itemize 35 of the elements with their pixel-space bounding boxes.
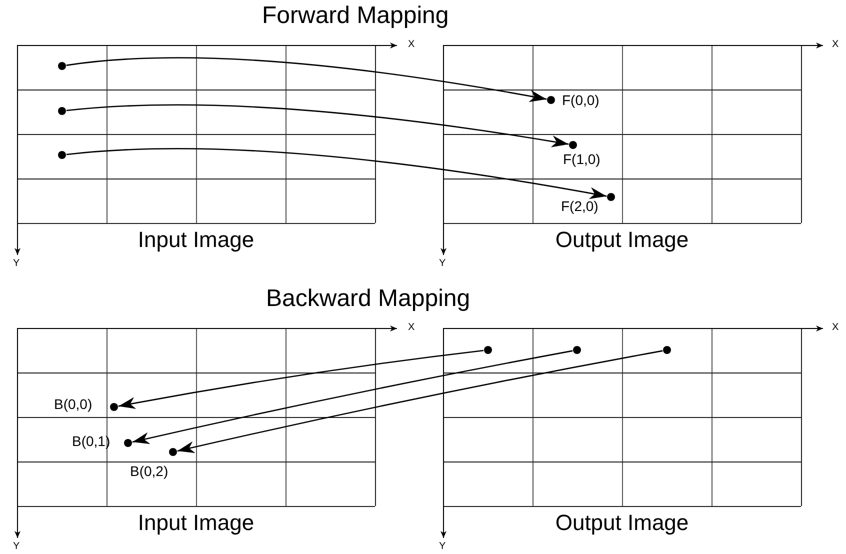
mapping-arrow: [118, 350, 484, 409]
axis-label: Y: [439, 541, 446, 552]
image-caption: Input Image: [138, 510, 254, 536]
point-dot: [573, 346, 581, 354]
axis-label: X: [408, 39, 415, 50]
image-grid: [17, 328, 375, 538]
image-caption: Output Image: [555, 510, 689, 536]
axis-label: Y: [13, 541, 20, 552]
point-dot: [58, 62, 66, 70]
axis-label: Y: [13, 258, 20, 269]
point-dot: [484, 346, 492, 354]
point-label: F(1,0): [562, 150, 602, 169]
axis-label: Y: [439, 258, 446, 269]
image-caption: Input Image: [138, 227, 254, 253]
mapping-arrow: [66, 104, 569, 148]
axis-label: X: [408, 322, 415, 333]
point-dot: [58, 107, 66, 115]
mapping-arrow: [66, 148, 607, 200]
point-label: B(0,0): [53, 395, 94, 414]
point-dot: [58, 151, 66, 159]
image-caption: Output Image: [555, 227, 689, 253]
image-grid: [443, 45, 801, 255]
diagram-heading: Backward Mapping: [266, 285, 470, 313]
point-label: F(2,0): [560, 197, 600, 216]
axis-label: X: [832, 39, 839, 50]
mapping-arrow: [177, 350, 663, 454]
diagram-heading: Forward Mapping: [262, 2, 449, 30]
point-dot: [663, 346, 671, 354]
mapping-arrow: [132, 350, 573, 444]
point-label: F(0,0): [561, 91, 600, 110]
image-grid: [443, 328, 801, 538]
mapping-arrow: [66, 57, 547, 102]
image-grid: [17, 45, 375, 255]
axis-label: X: [832, 322, 839, 333]
point-label: B(0,2): [129, 462, 170, 481]
